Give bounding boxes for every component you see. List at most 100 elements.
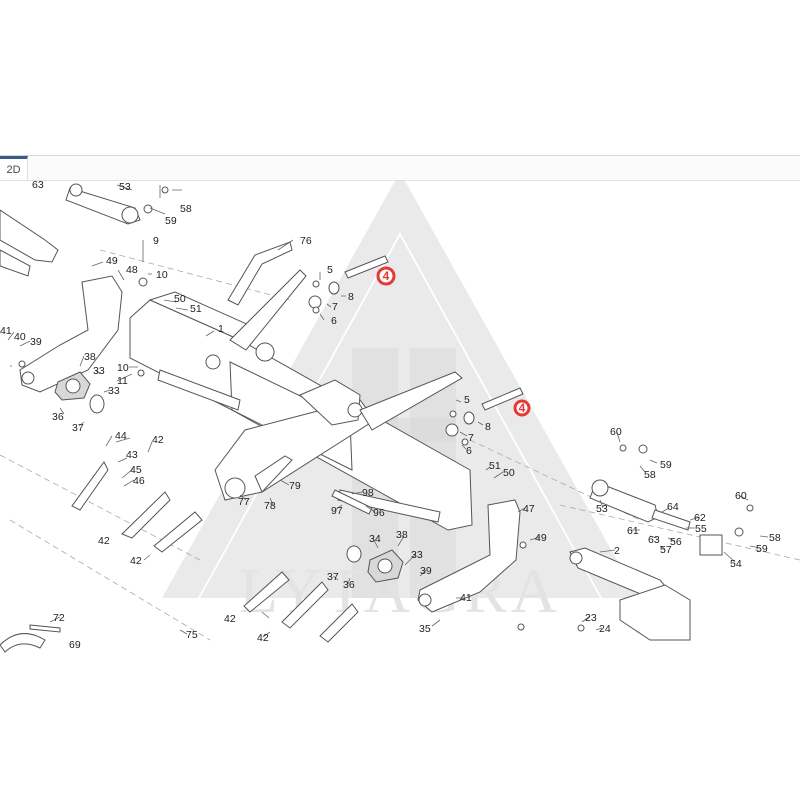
callout: 42 — [224, 613, 236, 625]
callout: 11 — [117, 375, 128, 387]
flange-bearing-left — [54, 371, 105, 414]
callout: 49 — [535, 532, 547, 544]
callout: 41 — [0, 325, 12, 337]
callout: 33 — [108, 385, 120, 397]
callout: 63 — [648, 534, 660, 546]
callout: 39 — [420, 565, 432, 577]
callout: 10 — [117, 362, 129, 374]
callout: 41 — [460, 592, 472, 604]
callout: 53 — [119, 181, 131, 193]
pin-98 — [331, 489, 373, 515]
callout: 79 — [289, 480, 301, 492]
callout: 63 — [32, 180, 44, 191]
main-frame — [129, 269, 473, 531]
callout: 34 — [369, 533, 381, 545]
callout: 47 — [523, 503, 535, 515]
callout: 42 — [130, 555, 142, 567]
callout: 60 — [610, 426, 622, 438]
hydraulic-cylinder-right — [589, 479, 723, 556]
callout: 59 — [660, 459, 672, 471]
callout: 96 — [373, 507, 385, 519]
callout: 50 — [174, 293, 186, 305]
callout: 9 — [153, 235, 159, 247]
callout: 42 — [152, 434, 164, 446]
callout: 42 — [98, 535, 110, 547]
callout: 33 — [411, 549, 423, 561]
callout: 46 — [133, 475, 145, 487]
callout: 58 — [769, 532, 781, 544]
callout: 49 — [106, 255, 118, 267]
svg-text:4: 4 — [519, 401, 526, 415]
lower-link-arm-right — [569, 547, 691, 641]
callout: 5 — [327, 264, 333, 276]
callout: 76 — [300, 235, 312, 247]
viewer-toolbar: 2D — [0, 155, 800, 181]
flange-bearing-right — [346, 545, 404, 583]
ring-part — [0, 633, 46, 653]
callout: 35 — [419, 623, 431, 635]
callout: 58 — [180, 203, 192, 215]
callout: 38 — [84, 351, 96, 363]
callout: 24 — [599, 623, 611, 635]
callout: 58 — [644, 469, 656, 481]
callout: 8 — [348, 291, 354, 303]
callout: 62 — [694, 512, 706, 524]
callout: 6 — [331, 315, 337, 327]
link-arm-left — [0, 209, 59, 277]
callout: 98 — [362, 487, 374, 499]
bracket-right — [417, 499, 521, 613]
callout: 45 — [130, 464, 142, 476]
callout: 8 — [485, 421, 491, 433]
callout: 59 — [756, 543, 768, 555]
callout: 55 — [695, 523, 707, 535]
tine-shanks — [71, 461, 359, 643]
callout: 48 — [126, 264, 138, 276]
callout: 43 — [126, 449, 138, 461]
callout: 72 — [53, 612, 65, 624]
callout: 97 — [331, 505, 343, 517]
callout: 56 — [670, 536, 682, 548]
svg-text:4: 4 — [383, 269, 390, 283]
callout: 64 — [667, 501, 679, 513]
callout: 38 — [396, 529, 408, 541]
bolts-and-nuts — [18, 186, 754, 632]
callout: 10 — [156, 269, 168, 281]
callout: 61 — [627, 525, 639, 537]
callout: 75 — [186, 629, 198, 641]
parts-diagram: LYTAGRA — [0, 180, 800, 653]
pin-lower — [445, 387, 524, 437]
callout: 53 — [596, 503, 608, 515]
bracket-left — [19, 275, 123, 393]
callout: 40 — [14, 331, 26, 343]
highlight-marker-upper[interactable]: 4 — [376, 266, 396, 286]
callout: 57 — [660, 544, 672, 556]
callout: 44 — [115, 430, 127, 442]
callout: 78 — [264, 500, 276, 512]
callout: 36 — [343, 579, 355, 591]
callout: 6 — [466, 445, 472, 457]
callout: 50 — [503, 467, 515, 479]
callout: 77 — [238, 496, 250, 508]
callout: 7 — [332, 301, 338, 313]
bolt-72 — [29, 624, 61, 633]
callout: 51 — [489, 460, 501, 472]
callout: 7 — [468, 432, 474, 444]
pin-upper — [308, 255, 389, 309]
callout: 60 — [735, 490, 747, 502]
callout: 23 — [585, 612, 597, 624]
callout: 69 — [69, 639, 81, 651]
callout: 54 — [730, 558, 742, 570]
callout: 33 — [93, 365, 105, 377]
callout: 59 — [165, 215, 177, 227]
callout: 37 — [327, 571, 339, 583]
highlight-marker-lower[interactable]: 4 — [513, 399, 531, 417]
callout-labels: 63 53 58 59 9 76 49 48 10 50 51 5 8 7 6 … — [0, 180, 781, 651]
callout: 5 — [464, 394, 470, 406]
callout: 39 — [30, 336, 42, 348]
callout: 2 — [614, 545, 620, 557]
tab-2d[interactable]: 2D — [0, 156, 28, 180]
callout: 36 — [52, 411, 64, 423]
callout: 51 — [190, 303, 202, 315]
part-76-plate — [227, 241, 293, 306]
